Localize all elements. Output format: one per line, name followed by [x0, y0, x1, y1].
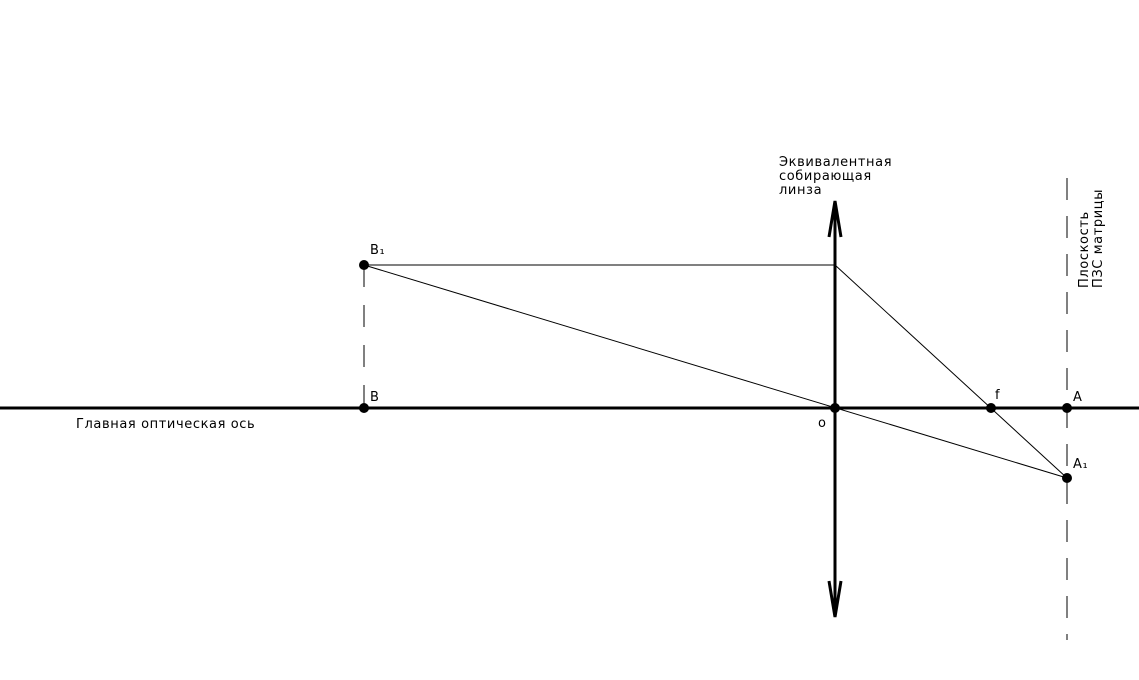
lens-top-arrowhead	[827, 200, 843, 238]
lens-bottom-arrowhead	[827, 580, 843, 618]
lens-label-line3: линза	[779, 183, 822, 198]
lens-label-line1: Эквивалентная	[779, 155, 892, 170]
point-f-label: f	[995, 388, 1000, 403]
point-b-label: B	[370, 390, 380, 405]
ray-through-center	[363, 264, 1068, 479]
point-o-label: o	[818, 416, 827, 431]
point-b1-dot	[359, 260, 369, 270]
point-b-dot	[359, 403, 369, 413]
point-a-label: A	[1073, 390, 1083, 405]
lens-label-line2: собирающая	[779, 169, 872, 184]
ccd-plane-label-line1: Плоскость	[1077, 211, 1092, 288]
point-a1-dot	[1062, 473, 1072, 483]
ray-refracted-through-focus	[834, 264, 1068, 479]
point-a1-label: A₁	[1073, 457, 1088, 472]
ccd-plane-label-line2: ПЗС матрицы	[1091, 189, 1106, 288]
point-o-dot	[830, 403, 840, 413]
point-a-dot	[1062, 403, 1072, 413]
point-f-dot	[986, 403, 996, 413]
point-b1-label: B₁	[370, 243, 385, 258]
axis-label: Главная оптическая ось	[76, 417, 255, 432]
